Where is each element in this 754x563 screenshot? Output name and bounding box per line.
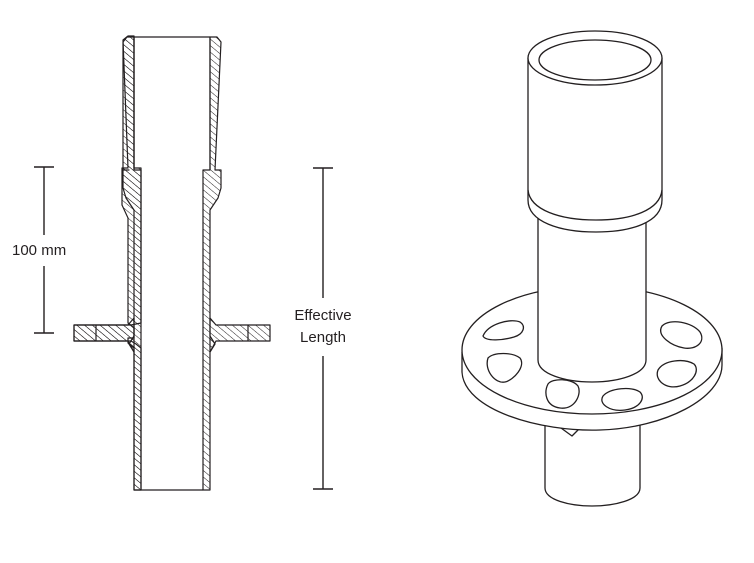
dimension-100mm-label: 100 mm: [12, 242, 67, 259]
rosette-slots: [482, 320, 703, 411]
sleeve-top-inner: [538, 39, 652, 81]
lower-spigot: [544, 424, 641, 507]
left-flange-section: [73, 317, 135, 353]
dimension-100mm: [34, 166, 54, 334]
dimension-effective-length: [313, 167, 333, 490]
sleeve-shoulder: [527, 189, 663, 221]
main-tube: [537, 209, 647, 383]
effective-length-label-line1: Effective: [294, 307, 352, 324]
upper-sleeve: [527, 57, 663, 233]
right-flange-section: [209, 317, 271, 353]
isometric-view: [461, 30, 723, 507]
effective-length-label-line2: Length: [300, 329, 346, 346]
cross-section-view: [73, 35, 271, 491]
right-tube-wall: [202, 36, 222, 491]
